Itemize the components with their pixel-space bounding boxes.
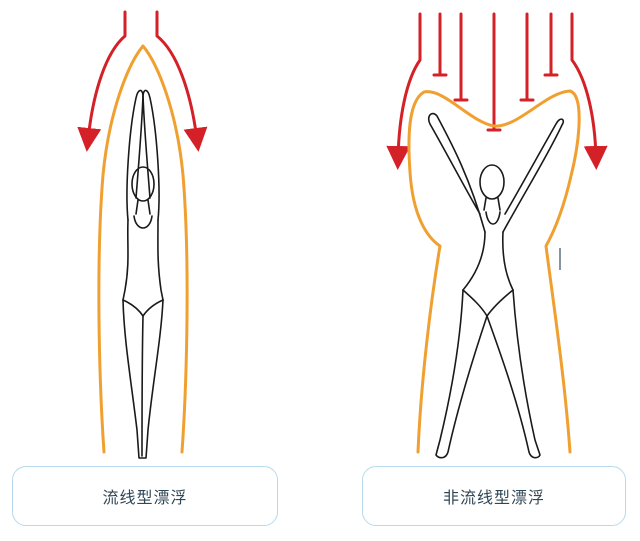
streamlined-legs <box>122 299 164 459</box>
streamlined-torso <box>122 219 164 301</box>
non-streamlined-torso <box>462 231 514 291</box>
streamlined-label-box: 流线型漂浮 <box>12 466 278 526</box>
blocked-flow-line-4 <box>519 12 535 102</box>
blocked-flow-line-3 <box>486 12 502 132</box>
non-streamlined-right-leg <box>486 289 541 459</box>
right-water-arrow-left <box>386 12 422 170</box>
blocked-flow-line-2 <box>453 12 469 102</box>
streamlined-label: 流线型漂浮 <box>102 490 188 507</box>
non-streamlined-left-arm <box>427 112 486 233</box>
non-streamlined-neck <box>483 197 501 211</box>
blocked-flow-line-5 <box>543 12 559 77</box>
streamlined-right-arm <box>142 89 160 221</box>
non-streamlined-label-box: 非流线型漂浮 <box>362 466 626 526</box>
streamlined-swimsuit <box>122 215 164 317</box>
left-water-arrow-right <box>155 10 208 152</box>
streamlined-figure-group <box>77 10 208 459</box>
non-streamlined-left-leg <box>435 289 488 459</box>
left-water-arrow-left <box>77 10 127 152</box>
non-streamlined-figure-group <box>386 12 608 459</box>
streamlined-neck <box>135 199 151 215</box>
non-streamlined-flow-outline <box>407 89 581 454</box>
right-water-arrow-right <box>570 12 608 170</box>
non-streamlined-right-arm <box>502 118 565 233</box>
streamlined-left-arm <box>126 89 144 221</box>
blocked-flow-line-1 <box>432 12 448 77</box>
streamlined-flow-outline <box>97 44 189 454</box>
non-streamlined-label: 非流线型漂浮 <box>442 490 545 507</box>
non-streamlined-head <box>479 164 505 200</box>
streamlined-head <box>131 166 155 202</box>
